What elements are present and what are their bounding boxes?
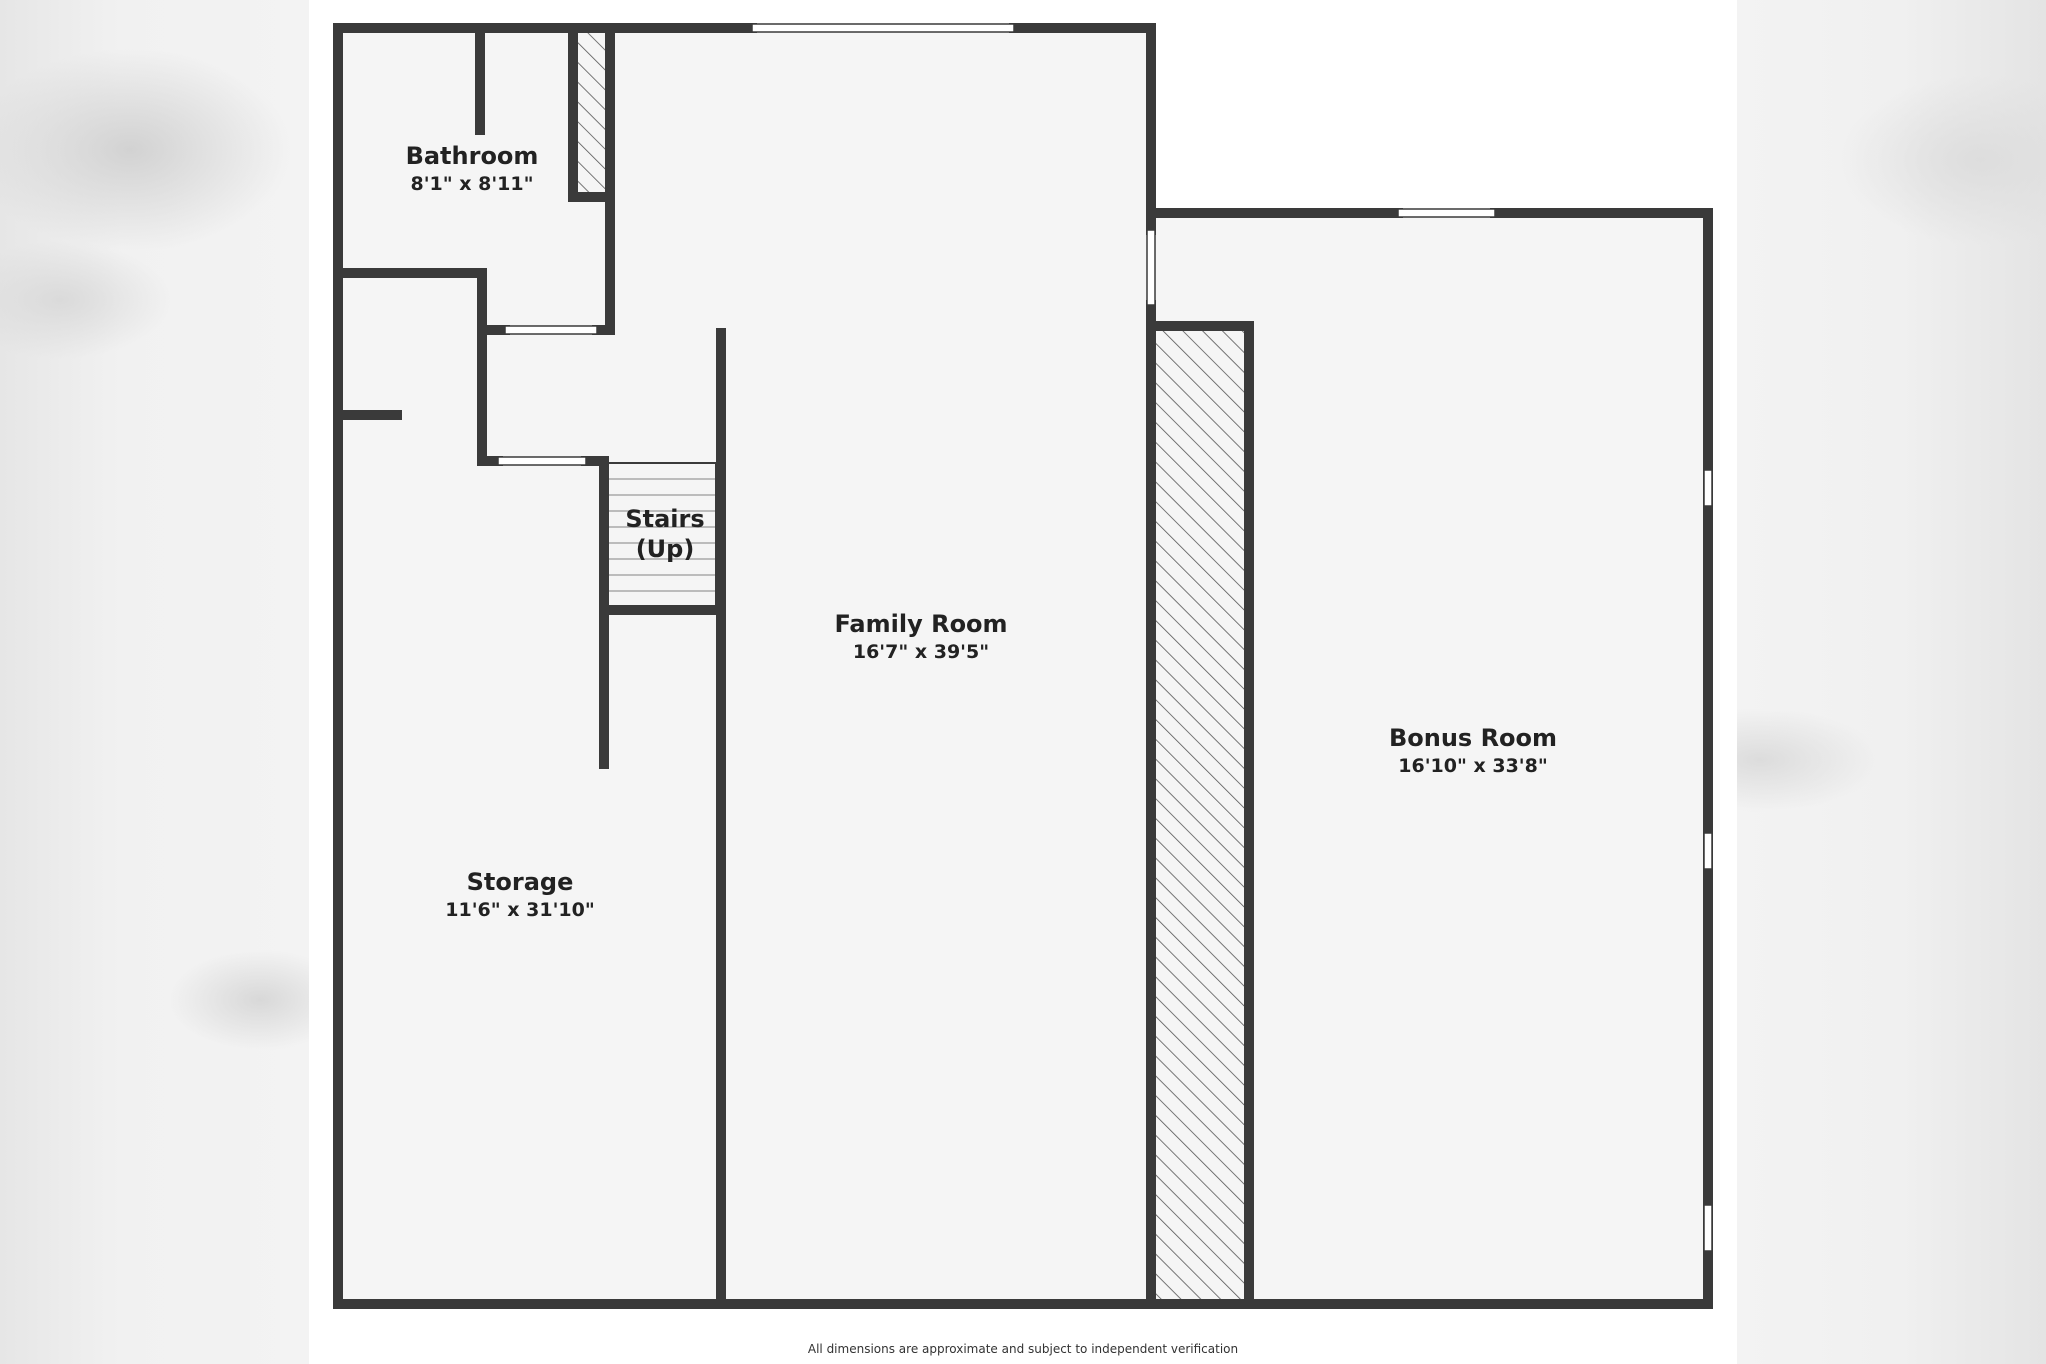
room-name-storage: Storage xyxy=(466,868,574,896)
room-label-stairs: Stairs (Up) xyxy=(625,504,704,564)
room-name-family-room: Family Room xyxy=(834,610,1008,638)
room-name-bathroom: Bathroom xyxy=(405,142,539,170)
stair-treads xyxy=(609,462,716,592)
room-name-bonus-room: Bonus Room xyxy=(1388,724,1558,752)
room-dimensions-bathroom: 8'1" x 8'11" xyxy=(410,173,534,195)
room-name-stairs-line2: (Up) xyxy=(635,535,695,563)
disclaimer-text: All dimensions are approximate and subje… xyxy=(807,1342,1239,1356)
hatched-column-large xyxy=(1154,330,1244,1304)
room-dimensions-storage: 11'6" x 31'10" xyxy=(445,899,595,921)
windows xyxy=(497,23,1713,1252)
stair-side-walls xyxy=(609,462,717,605)
room-label-bathroom: Bathroom 8'1" x 8'11" xyxy=(406,141,539,197)
floorplan-sheet: Bathroom 8'1" x 8'11" Stairs (Up) Family… xyxy=(309,0,1737,1364)
room-name-stairs-line1: Stairs xyxy=(625,505,705,533)
walls xyxy=(333,23,1713,1309)
floor-left-block xyxy=(338,28,1151,1304)
room-label-bonus-room: Bonus Room 16'10" x 33'8" xyxy=(1389,723,1557,779)
room-label-storage: Storage 11'6" x 31'10" xyxy=(445,867,594,923)
room-label-family-room: Family Room 16'7" x 39'5" xyxy=(834,609,1007,665)
floorplan-drawing xyxy=(333,23,1713,1309)
room-dimensions-bonus-room: 16'10" x 33'8" xyxy=(1398,755,1548,777)
hatched-column-small xyxy=(578,29,605,195)
room-dimensions-family-room: 16'7" x 39'5" xyxy=(852,641,990,663)
